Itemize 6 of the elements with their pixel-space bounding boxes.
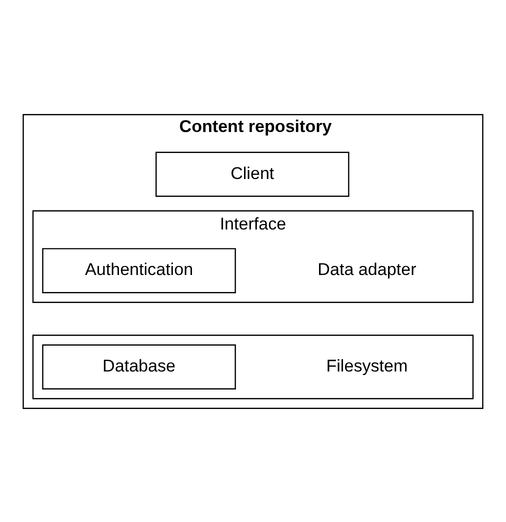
node-box: Authentication (42, 248, 236, 293)
node-text: Data adapter (318, 260, 416, 279)
node-text: Filesystem (326, 356, 408, 375)
node-box: Client (155, 151, 350, 196)
node-box: Database (42, 344, 236, 389)
cluster (32, 334, 474, 399)
